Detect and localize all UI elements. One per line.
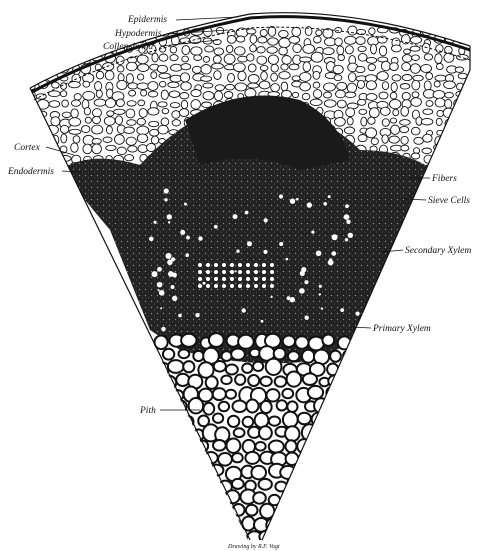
label-collenchyma: Collenchyma bbox=[103, 42, 153, 52]
pith-cells bbox=[154, 333, 374, 545]
label-hypodermis: Hypodermis bbox=[114, 29, 162, 39]
drawing-credit: Drawing by R.F. Vogt bbox=[227, 544, 280, 550]
label-epidermis: Epidermis bbox=[127, 15, 167, 25]
label-endodermis: Endodermis bbox=[7, 167, 54, 177]
label-fibers: Fibers bbox=[431, 174, 457, 184]
label-sieve-cells: Sieve Cells bbox=[428, 196, 470, 206]
label-pith: Pith bbox=[139, 406, 156, 416]
label-primary-xylem: Primary Xylem bbox=[372, 324, 431, 334]
label-secondary-xylem: Secondary Xylem bbox=[405, 246, 471, 256]
label-cortex: Cortex bbox=[14, 143, 41, 153]
